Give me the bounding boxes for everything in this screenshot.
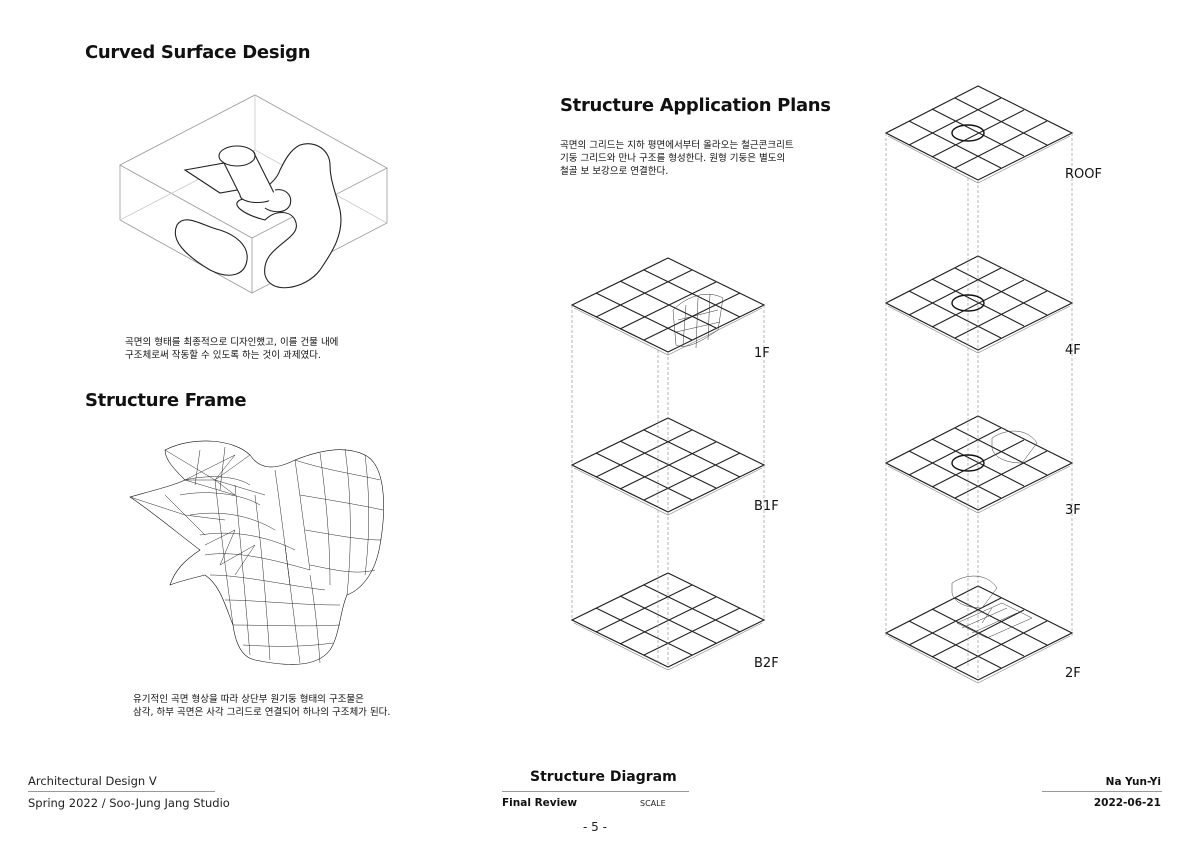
floor-stack-left [571, 257, 765, 671]
curved-surface-caption: 곡면의 형태를 최종적으로 디자인했고, 이를 건물 내에 구조체로써 작동할 … [125, 336, 338, 362]
footer-review: Final Review [502, 797, 578, 809]
structure-frame-title: Structure Frame [85, 390, 247, 411]
floor-label-roof: ROOF [1065, 167, 1102, 182]
footer-term-studio: Spring 2022 / Soo-Jung Jang Studio [28, 796, 230, 810]
caption-line: 기둥 그리드와 만나 구조를 형성한다. 원형 기둥은 별도의 [560, 153, 786, 164]
structure-plans-caption: 곡면의 그리드는 지하 평면에서부터 올라오는 철근콘크리트 기둥 그리드와 만… [560, 139, 794, 178]
caption-line: 유기적인 곡면 형상을 따라 상단부 원기둥 형태의 구조물은 [133, 694, 364, 705]
caption-line: 삼각, 하부 곡면은 사각 그리드로 연결되어 하나의 구조체가 된다. [133, 707, 391, 718]
floor-label-1f: 1F [754, 346, 770, 361]
floor-stack-right [885, 85, 1073, 684]
footer-date: 2022-06-21 [1093, 797, 1161, 809]
floor-label-3f: 3F [1065, 503, 1081, 518]
footer-scale-label: SCALE [640, 799, 666, 808]
page-number: - 5 - [583, 820, 607, 834]
floor-label-2f: 2F [1065, 666, 1081, 681]
caption-line: 구조체로써 작동할 수 있도록 하는 것이 과제였다. [125, 350, 321, 361]
floor-label-4f: 4F [1065, 343, 1081, 358]
floor-label-b1f: B1F [754, 499, 779, 514]
curved-surface-diagram [119, 94, 388, 294]
footer-author: Na Yun-Yi [1105, 776, 1161, 788]
caption-line: 곡면의 형태를 최종적으로 디자인했고, 이를 건물 내에 [125, 337, 339, 348]
structure-plans-title: Structure Application Plans [560, 95, 831, 116]
floor-label-b2f: B2F [754, 656, 779, 671]
caption-line: 곡면의 그리드는 지하 평면에서부터 올라오는 철근콘크리트 [560, 140, 794, 151]
footer-course: Architectural Design V [28, 774, 157, 788]
curved-surface-title: Curved Surface Design [85, 42, 311, 63]
footer-divider-right [1042, 791, 1162, 792]
caption-line: 철골 보 보강으로 연결한다. [560, 166, 669, 177]
footer-divider-center [502, 791, 689, 792]
structure-frame-caption: 유기적인 곡면 형상을 따라 상단부 원기둥 형태의 구조물은 삼각, 하부 곡… [133, 693, 390, 719]
footer-sheet-title: Structure Diagram [530, 769, 677, 785]
footer-divider-left [28, 791, 215, 792]
structure-frame-diagram [129, 440, 384, 665]
